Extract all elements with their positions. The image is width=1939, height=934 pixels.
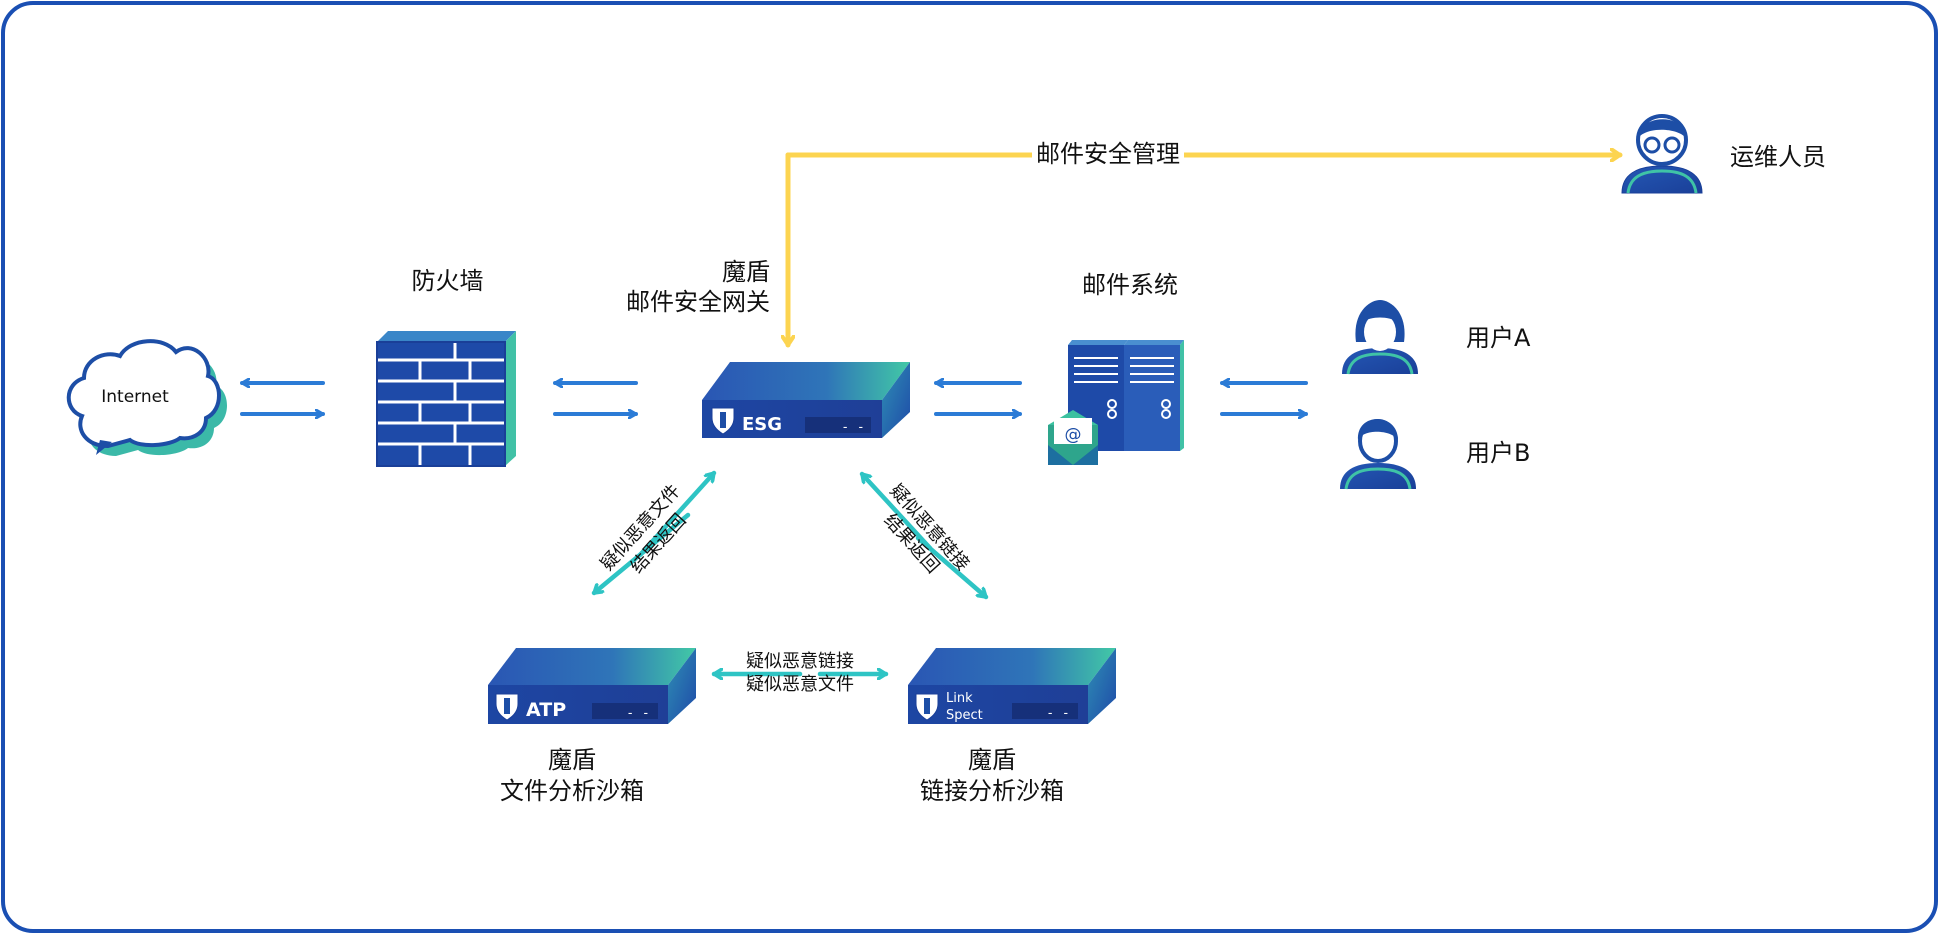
mail-system-label: 邮件系统 — [1082, 271, 1178, 299]
atp-appliance-icon — [488, 648, 696, 724]
esg-appliance-icon — [702, 362, 910, 438]
atp-link-edge-label-2: 疑似恶意文件 — [746, 674, 854, 695]
atp-link-edge-label-1: 疑似恶意链接 — [746, 651, 854, 672]
esg-display: - - — [841, 420, 864, 435]
user-a-label: 用户A — [1466, 324, 1531, 352]
firewall-label: 防火墙 — [411, 267, 484, 295]
mail-server-icon: @ — [1048, 340, 1184, 465]
linkspect-display: - - — [1046, 706, 1069, 721]
atp-device-text: ATP — [526, 699, 566, 721]
linkspect-device-text-1: Link — [946, 691, 973, 706]
admin-person-icon — [1621, 114, 1703, 194]
female-user-icon — [1342, 300, 1418, 375]
atp-label-line2: 文件分析沙箱 — [500, 777, 644, 805]
atp-label-line1: 魔盾 — [548, 746, 596, 774]
esg-device-text: ESG — [742, 414, 782, 435]
ops-label: 运维人员 — [1730, 143, 1826, 171]
linkspect-label-line2: 链接分析沙箱 — [920, 777, 1064, 805]
linkspect-appliance-icon — [908, 648, 1116, 724]
svg-text:@: @ — [1065, 425, 1082, 445]
brick-wall-icon — [376, 331, 516, 467]
flow-arrows — [240, 383, 1308, 414]
atp-display: - - — [626, 706, 649, 721]
internet-label: Internet — [101, 387, 169, 407]
linkspect-label-line1: 魔盾 — [968, 746, 1016, 774]
user-b-label: 用户B — [1466, 439, 1531, 467]
mgmt-edge-label: 邮件安全管理 — [1032, 138, 1184, 170]
cloud-icon — [66, 339, 227, 456]
analysis-arrows — [591, 470, 989, 674]
esg-label-line1: 魔盾 — [722, 258, 770, 286]
esg-label-line2: 邮件安全网关 — [626, 288, 770, 316]
male-user-icon — [1340, 419, 1416, 490]
linkspect-device-text-2: Spect — [946, 708, 983, 723]
envelope-icon: @ — [1048, 410, 1098, 465]
